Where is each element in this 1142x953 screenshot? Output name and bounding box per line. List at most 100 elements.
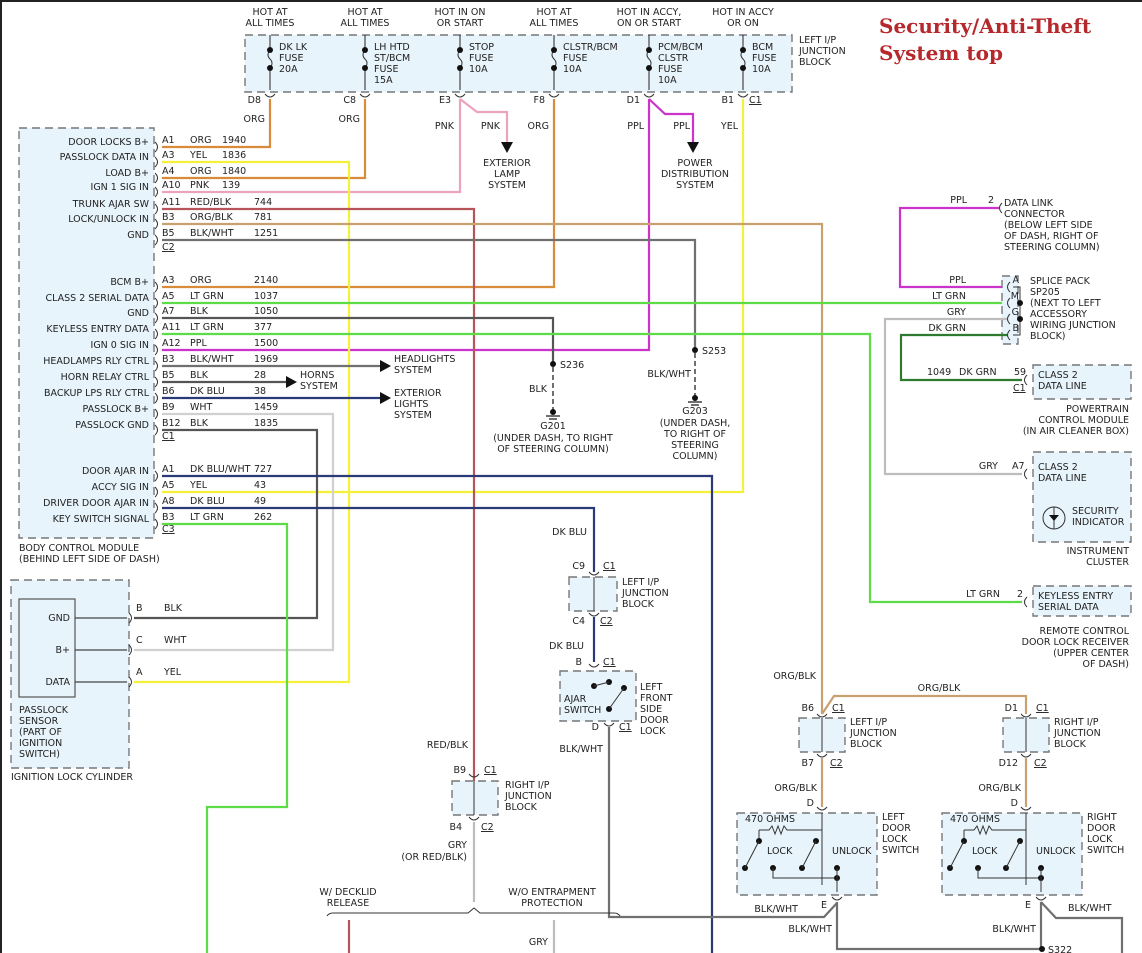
bcm-circuit-number: 38 <box>254 386 266 397</box>
jb-connector <box>588 571 600 576</box>
lock-label: LOCK <box>972 846 998 857</box>
jb-connector <box>468 816 480 821</box>
wire-driver-door-ajar <box>162 506 596 572</box>
fuse-terminal <box>551 65 557 71</box>
bcm-pin-number: A5 <box>162 480 175 491</box>
left-ip-junction-block-mid <box>568 576 618 612</box>
bcm-pin-label: DOOR AJAR IN <box>82 466 149 477</box>
wire-label: ORG/BLK <box>918 683 961 694</box>
connector-label: C2 <box>1034 758 1047 769</box>
bcm-pin-label: KEYLESS ENTRY DATA <box>46 324 149 335</box>
ground-location: COLUMN) <box>673 451 718 462</box>
fuse-name: 20A <box>279 64 298 75</box>
jb-label: RIGHT I/P <box>505 780 550 791</box>
fuse-name: LH HTD <box>374 42 410 53</box>
ground-location: OF STEERING COLUMN) <box>497 444 609 455</box>
dlc-label: DATA LINK <box>1004 198 1054 209</box>
ground-g201-dot <box>550 409 556 415</box>
bcm-wire-color: YEL <box>189 480 208 491</box>
splice-pack-label: BLOCK) <box>1030 331 1066 342</box>
ajar-switch-label: AJAR <box>564 694 587 705</box>
dlc-connector <box>999 202 1003 214</box>
pin-label: B4 <box>449 822 462 833</box>
bcm-caption: BODY CONTROL MODULE <box>19 543 139 554</box>
bcm-wire-color: BLK/WHT <box>190 228 234 239</box>
bcm-pin-connector <box>154 344 158 356</box>
bcm-pin-label: BCM B+ <box>110 277 149 288</box>
dlc-label: OF DASH, RIGHT OF <box>1004 231 1099 242</box>
pcm-box-label: DATA LINE <box>1038 381 1087 392</box>
bcm-wire-color: LT GRN <box>190 512 224 523</box>
cluster-box-label: DATA LINE <box>1038 473 1087 484</box>
connector-label: C1 <box>1036 703 1049 714</box>
sensor-wire-color: WHT <box>164 635 187 646</box>
fuse-terminal <box>646 65 652 71</box>
junction-block-label: BLOCK <box>799 57 832 68</box>
left-ip-junction-block <box>244 34 793 93</box>
door-lock-switch-label: LOCK <box>1087 834 1113 845</box>
connector-label: C1 <box>749 95 762 106</box>
destination-label: SYSTEM <box>394 410 432 421</box>
wire-label: ORG <box>528 121 549 132</box>
pin-label: 59 <box>1014 367 1026 378</box>
sensor-caption: SENSOR <box>19 716 59 727</box>
fuse-supply-label: OR START <box>437 18 484 29</box>
fuse-pin-label: C8 <box>343 95 356 106</box>
bcm-circuit-number: 377 <box>254 322 272 333</box>
door-lock-label: LEFT <box>640 682 663 693</box>
fuse-icon <box>551 49 557 69</box>
wire-label: GRY <box>529 937 548 948</box>
destination-label: SYSTEM <box>488 180 526 191</box>
bcm-pin-label: KEY SWITCH SIGNAL <box>53 514 150 525</box>
circuit-label: 1049 <box>927 367 951 378</box>
fuse-terminal <box>267 65 273 71</box>
splice-pack-label: SPLICE PACK <box>1030 276 1091 287</box>
wire-label: PPL <box>627 121 644 132</box>
wire-label: ORG/BLK <box>978 783 1021 794</box>
pin-label: A7 <box>1012 461 1025 472</box>
ground-g203-dot <box>692 395 698 401</box>
fuse-supply-label: ALL TIMES <box>341 18 390 29</box>
bcm-pin-number: B5 <box>162 370 175 381</box>
right-door-lock-switch <box>941 812 1083 896</box>
connector-label: C2 <box>481 822 494 833</box>
wire-load-b+ <box>162 99 367 180</box>
cluster-caption: CLUSTER <box>1086 557 1129 568</box>
ground-location: STEERING <box>671 440 719 451</box>
bcm-connector-label: C1 <box>162 431 175 442</box>
pin-label: M <box>1011 291 1019 302</box>
wire-label: PPL <box>949 275 966 286</box>
jb-label: RIGHT I/P <box>1054 717 1099 728</box>
bcm-pin-connector <box>154 234 158 246</box>
bcm-wire-color: PPL <box>190 338 207 349</box>
wire-label: (OR RED/BLK) <box>401 852 467 863</box>
bcm-pin-label: PASSLOCK DATA IN <box>60 152 149 163</box>
bcm-pin-label: PASSLOCK GND <box>75 420 149 431</box>
sensor-pin-number: A <box>136 667 143 678</box>
pin-label: B6 <box>801 703 814 714</box>
bcm-wire-color: LT GRN <box>190 322 224 333</box>
fuse-terminal <box>551 47 557 53</box>
door-lock-label: FRONT <box>640 693 673 704</box>
bcm-pin-connector <box>154 408 158 420</box>
bcm-pin-number: A11 <box>162 322 181 333</box>
splice-pack-connector <box>1007 281 1011 293</box>
bcm-pin-connector <box>154 281 158 293</box>
fuse-name: FUSE <box>469 53 493 64</box>
wire-label: DK BLU <box>552 527 587 538</box>
sensor-pin-label: GND <box>48 613 70 624</box>
fuse-name: 15A <box>374 75 393 86</box>
fuse-name: FUSE <box>563 53 587 64</box>
sensor-pin-label: B+ <box>56 645 70 656</box>
fuse-name: STOP <box>469 42 494 53</box>
pcm-caption: POWERTRAIN <box>1066 404 1129 415</box>
splice-pack-label: SP205 <box>1030 287 1060 298</box>
instrument-cluster <box>1032 451 1132 543</box>
rcdlr-connector <box>1024 596 1028 608</box>
fuse-pin-label: D1 <box>627 95 640 106</box>
bcm-pin-connector <box>154 172 158 184</box>
wire-right-switch-out <box>1040 901 1124 953</box>
jb-connector <box>468 773 480 778</box>
sensor-pin-label: DATA <box>46 677 71 688</box>
connector-label: C1 <box>603 657 616 668</box>
